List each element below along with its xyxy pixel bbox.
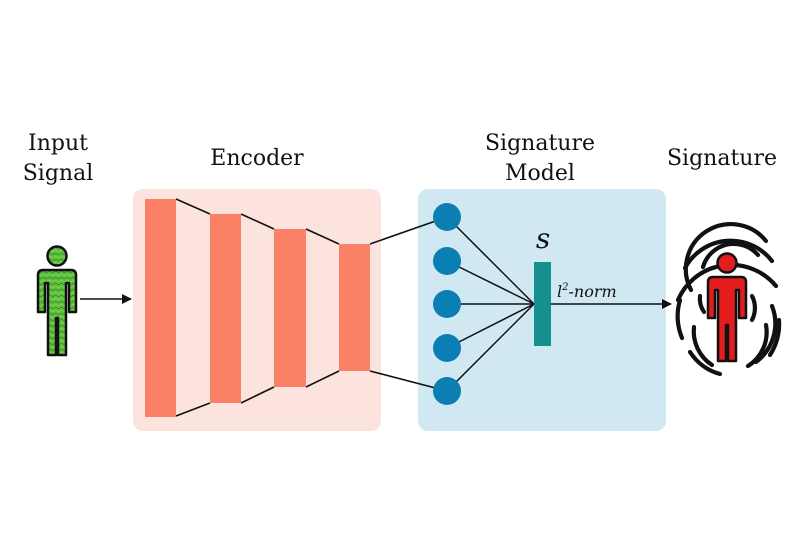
encoder-label: Encoder: [210, 146, 304, 171]
l2-norm-label: l2-norm: [557, 282, 617, 301]
person-icon: [36, 245, 78, 357]
input-signal-label-line2: Signal: [23, 161, 94, 186]
signature-model-label-line1: Signature: [485, 131, 595, 156]
node-2: [433, 247, 461, 275]
signature-label: Signature: [667, 146, 777, 171]
signature-model-label-line2: Model: [505, 161, 575, 186]
node-connections: [446, 216, 535, 392]
node-1: [433, 203, 461, 231]
encoder-panel: [133, 189, 381, 431]
encoder-layer-4: [339, 244, 370, 371]
node-3: [433, 290, 461, 318]
signature-symbol-s: s: [536, 222, 550, 255]
fingerprint-person-icon: [675, 222, 782, 377]
encoder-layer-1: [145, 199, 176, 417]
node-4: [433, 334, 461, 362]
input-signal-label-line1: Input: [28, 131, 88, 156]
encoder-layer-3: [274, 229, 306, 387]
signature-vector: [534, 262, 551, 346]
encoder-layer-2: [210, 214, 241, 403]
node-5: [433, 377, 461, 405]
